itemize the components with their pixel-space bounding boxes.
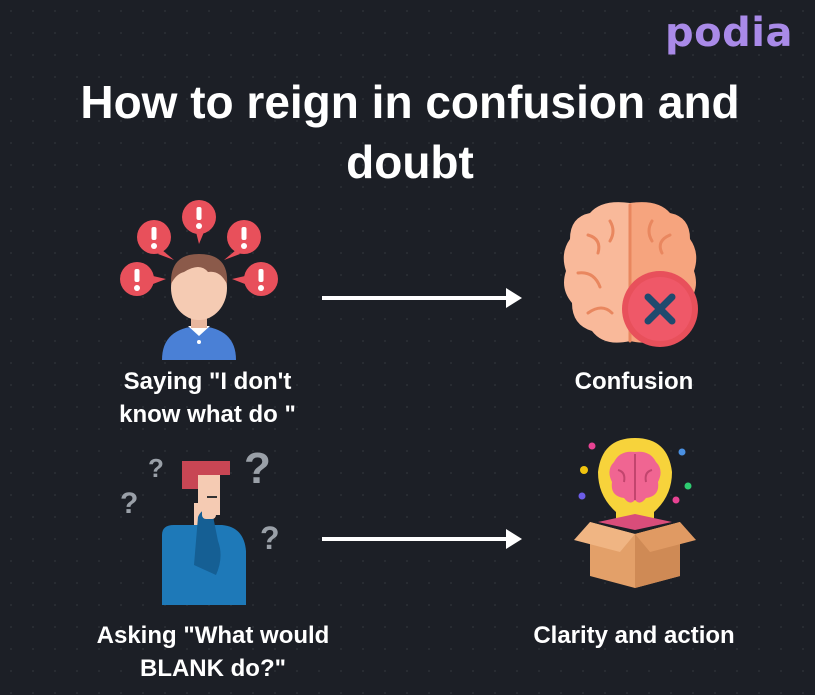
caption-confusion: Confusion	[574, 368, 694, 395]
svg-text:?: ?	[244, 445, 271, 493]
page-title: How to reign in confusion and doubt	[80, 76, 740, 188]
podia-logo: podia	[665, 10, 793, 56]
arrow-row-1	[322, 288, 522, 308]
caption-saying-dont-know: Saying "I don't know what do "	[119, 368, 296, 428]
lightbulb-brain-box-icon	[574, 438, 696, 588]
thinking-person-with-questions-icon: ? ? ? ?	[120, 445, 280, 605]
caption-asking-what-would: Asking "What would BLANK do?"	[96, 622, 330, 682]
caption-clarity-and-action: Clarity and action	[533, 622, 735, 649]
brain-with-x-icon	[563, 202, 698, 347]
worried-person-with-alerts-icon	[120, 200, 278, 360]
svg-text:?: ?	[148, 453, 164, 483]
svg-text:?: ?	[260, 520, 280, 556]
arrow-row-2	[322, 529, 522, 549]
svg-text:?: ?	[120, 487, 138, 520]
